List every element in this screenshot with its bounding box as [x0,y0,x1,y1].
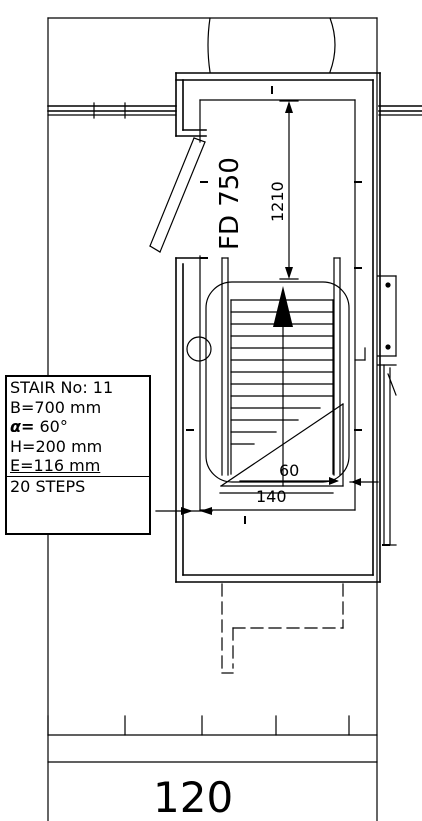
stair-spec-box: STAIR No: 11 B=700 mm α= 60° H=200 mm E=… [5,375,151,535]
handrails [221,257,341,476]
hinge-dot-bottom [385,344,391,350]
alpha-value: 60° [34,417,68,436]
top-partitions [207,17,336,73]
landing-outline [199,99,356,511]
dimension-arrow-bottom [285,267,293,279]
floor-label: 120 [153,773,233,821]
left-wall [47,102,177,119]
dimension-arrow-left [181,507,193,515]
column-circle [186,336,212,362]
stair-treads [230,299,334,445]
dimension-arrow-upper-width [329,477,339,485]
dimension-arrow-right [200,507,212,515]
stair-steps: 20 STEPS [10,476,86,496]
stair-number: STAIR No: 11 [10,378,114,397]
floor-boundary-dashed [221,583,344,674]
door-label: FD 750 [215,157,245,250]
bottom-scale-ticks [47,715,378,736]
direction-arrow [273,286,293,327]
stair-rise: H=200 mm [10,436,103,456]
spec-divider [7,475,149,477]
dimension-arrow-top [285,101,293,113]
stair-going: E=116 mm [10,456,101,475]
clear-height-label: 1210 [268,181,287,222]
alpha-symbol: α= [10,417,35,436]
dimension-arrow-lower-width [351,478,361,486]
stair-angle: α= 60° [10,417,149,437]
width-label-upper: 60 [279,461,299,480]
hinge-dot-top [385,282,391,288]
stair-width: B=700 mm [10,397,102,417]
right-wall [378,105,422,116]
stair-body [205,281,350,483]
angle-triangle [220,403,344,487]
door-leaf [149,137,206,253]
width-label-lower: 140 [256,487,287,506]
right-side-panel [377,275,397,546]
wall-notch [354,347,366,361]
